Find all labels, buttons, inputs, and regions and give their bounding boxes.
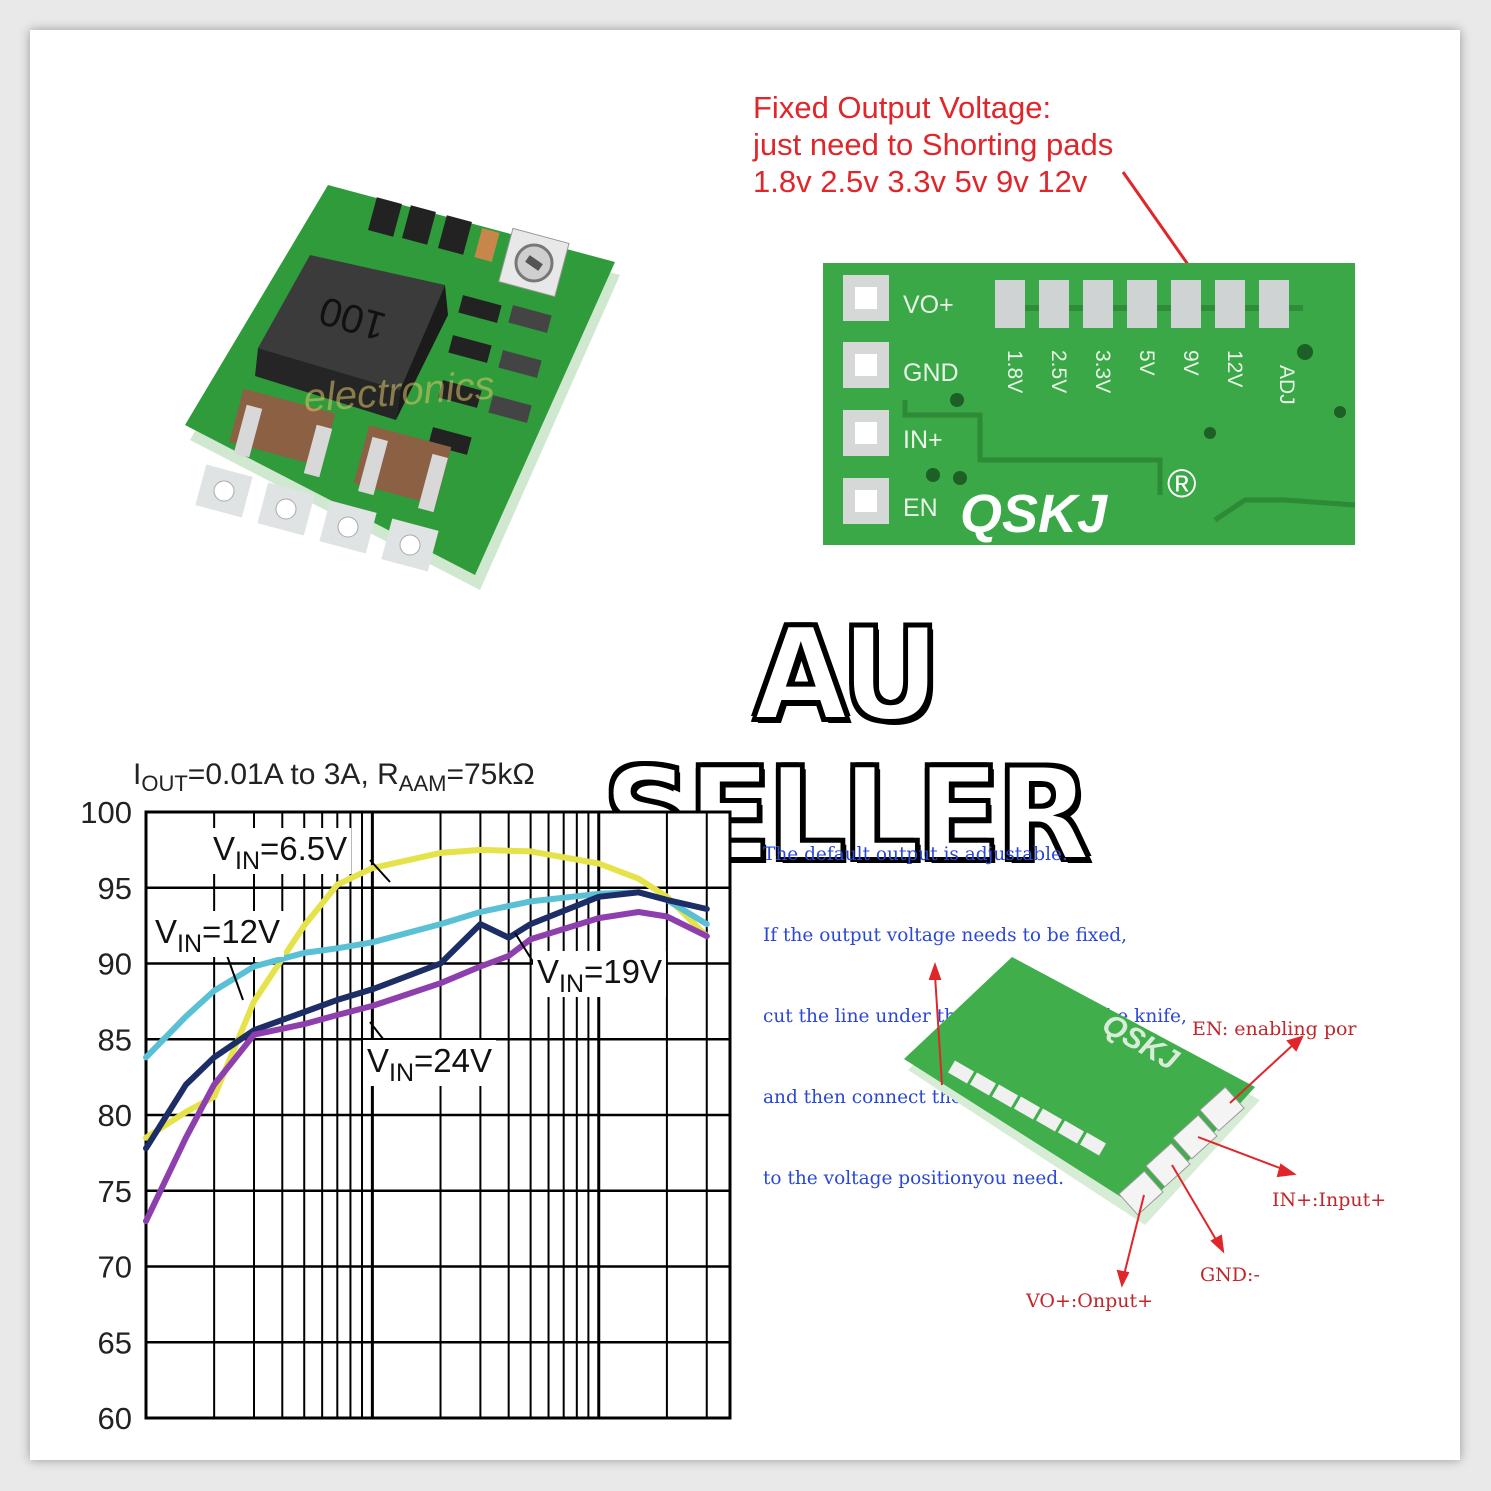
callout-vo: VO+:Onput+ (1026, 1290, 1154, 1312)
curve-label-bg (363, 1040, 497, 1086)
chart-series (143, 846, 710, 1225)
chart-grid (144, 810, 732, 1420)
y-tick-label: 65 (98, 1325, 132, 1360)
pin-label-en: EN (903, 494, 938, 522)
board-pads (195, 464, 439, 572)
pad-label-5v: 5V (1135, 350, 1158, 376)
pin-label-in: IN+ (903, 426, 943, 454)
angled-board-photo: QSKJ (904, 957, 1304, 1288)
traces-and-vias (902, 344, 1356, 523)
curve-label-leader (224, 949, 244, 1001)
brand-logo: QSKJ (960, 484, 1108, 544)
y-tick-label: 80 (98, 1098, 132, 1133)
fixed-output-voltages: 1.8v 2.5v 3.3v 5v 9v 12v (753, 164, 1088, 199)
y-tick-label: 100 (80, 795, 132, 830)
curve-label-leader (369, 859, 391, 883)
pad-label-9v: 9V (1179, 350, 1202, 376)
chart-title: IOUT=0.01A to 3A, RAAM=75kΩ (133, 758, 535, 796)
y-tick-label: 85 (98, 1022, 132, 1057)
y-tick-label: 60 (98, 1401, 132, 1430)
pad-label-2v5: 2.5V (1047, 350, 1070, 393)
pad-label-adj: ADJ (1275, 365, 1298, 405)
pad-label-1v8: 1.8V (1003, 350, 1026, 393)
smd-parts-right (428, 295, 552, 455)
series-vin-24v (143, 909, 710, 1225)
pin-label-vo: VO+ (903, 291, 954, 319)
curve-label: VIN=19V (537, 953, 662, 998)
au-seller-banner: AU SELLER (601, 601, 1093, 890)
angled-shorting-pads (947, 1060, 1107, 1156)
note-line: to the voltage positionyou need. (763, 1168, 1064, 1189)
shorting-pad-row (995, 280, 1303, 328)
edge-pads (843, 275, 889, 524)
registered-mark: ® (1167, 462, 1196, 506)
callout-arrows (928, 962, 1304, 1288)
callout-gnd: GND:- (1200, 1264, 1260, 1286)
curve-label-leader (514, 932, 536, 966)
buck-module-photo: 100 electronics (185, 185, 620, 590)
fixed-output-title: Fixed Output Voltage: (753, 90, 1052, 125)
note-line: The default output is adjustable. (763, 844, 1068, 865)
callout-in: IN+:Input+ (1272, 1189, 1387, 1211)
pad-label-12v: 12V (1223, 350, 1246, 387)
board-back-photo: VO+ GND IN+ EN 1.8V 2.5V 3.3V 5V 9V 12V … (823, 171, 1356, 545)
curve-label: VIN=6.5V (213, 830, 347, 875)
note-line: If the output voltage needs to be fixed, (763, 925, 1128, 946)
curve-label-bg (209, 828, 352, 874)
curve-label-bg (151, 911, 285, 957)
angled-edge-pads (1118, 1086, 1245, 1216)
y-tick-label: 90 (98, 947, 132, 982)
curve-labels: VIN=6.5V VIN=12V VIN=19V VIN=24V (151, 828, 667, 1087)
smd-resistor-row (368, 197, 500, 262)
series-vin-19v (143, 889, 710, 1152)
fixed-output-instruction: just need to Shorting pads (753, 127, 1114, 162)
trim-potentiometer (498, 227, 570, 298)
curve-label: VIN=12V (155, 913, 280, 958)
y-tick-label: 70 (98, 1250, 132, 1285)
ceramic-capacitors (229, 388, 452, 513)
inductor: 100 (255, 255, 448, 420)
curve-label: VIN=24V (367, 1042, 492, 1087)
pad-label-3v3: 3.3V (1091, 350, 1114, 393)
y-tick-label: 95 (98, 871, 132, 906)
callout-en: EN: enabling por (1192, 1018, 1357, 1040)
y-tick-labels: 100 95 90 85 80 75 70 65 60 (80, 795, 132, 1430)
pin-label-gnd: GND (903, 359, 959, 387)
y-tick-label: 75 (98, 1174, 132, 1209)
curve-label-bg (533, 951, 667, 997)
efficiency-chart: 100 95 90 85 80 75 70 65 60 VIN=6.5V VIN=12V VIN=1… (80, 795, 732, 1430)
